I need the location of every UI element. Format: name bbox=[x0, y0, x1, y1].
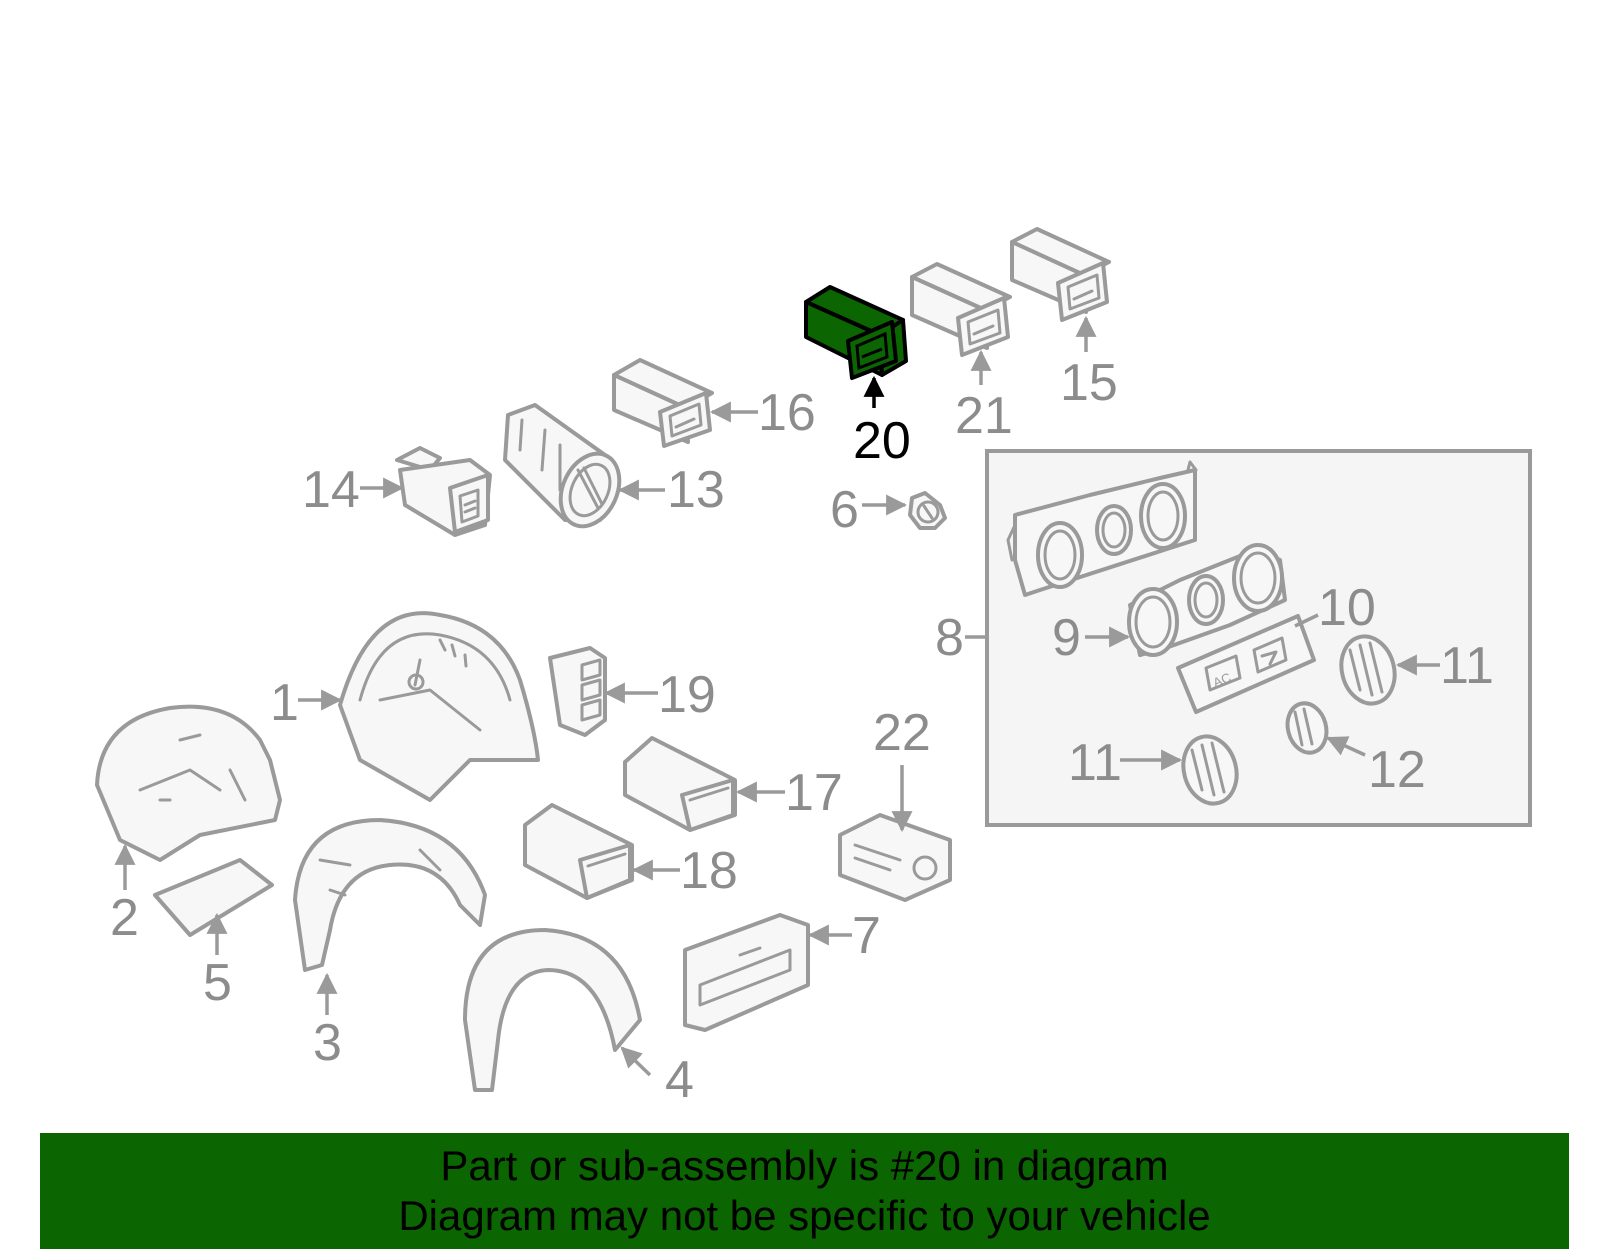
part-12-knob[interactable] bbox=[1282, 699, 1332, 757]
callout-11-left: 11 bbox=[1068, 734, 1122, 792]
callout-19: 19 bbox=[658, 666, 716, 724]
callout-5: 5 bbox=[203, 954, 232, 1012]
callout-20: 20 bbox=[853, 412, 911, 470]
part-6-knob[interactable] bbox=[908, 491, 947, 530]
part-16-switch[interactable] bbox=[612, 358, 714, 448]
callout-6: 6 bbox=[830, 481, 859, 539]
callout-17: 17 bbox=[785, 764, 843, 822]
part-8-rear-housing[interactable] bbox=[1006, 460, 1198, 597]
part-5-trim[interactable] bbox=[153, 858, 274, 937]
callout-9: 9 bbox=[1052, 609, 1081, 667]
part-9-bezel[interactable] bbox=[1127, 543, 1287, 657]
callout-13: 13 bbox=[667, 461, 725, 519]
part-20-switch-highlighted[interactable] bbox=[804, 285, 908, 380]
callout-8: 8 bbox=[935, 609, 964, 667]
callout-7: 7 bbox=[852, 907, 881, 965]
callout-21: 21 bbox=[955, 387, 1013, 445]
part-17-switch[interactable] bbox=[623, 736, 737, 832]
callout-3: 3 bbox=[313, 1014, 342, 1072]
callout-4: 4 bbox=[665, 1051, 694, 1109]
part-15-switch[interactable] bbox=[1010, 227, 1111, 322]
part-19-switch-stack[interactable] bbox=[548, 646, 607, 737]
part-11-knob-left[interactable] bbox=[1176, 730, 1244, 809]
caption-line-2: Diagram may not be specific to your vehi… bbox=[398, 1192, 1211, 1239]
callout-18: 18 bbox=[680, 842, 738, 900]
ac-button-text: AC bbox=[1211, 670, 1233, 691]
caption-line-1: Part or sub-assembly is #20 in diagram bbox=[440, 1142, 1169, 1189]
part-21-switch[interactable] bbox=[910, 262, 1012, 357]
part-3-shroud[interactable] bbox=[293, 818, 487, 972]
part-22-switch-module[interactable] bbox=[838, 813, 952, 902]
callout-14: 14 bbox=[302, 461, 360, 519]
callout-2: 2 bbox=[110, 889, 139, 947]
part-2-cover[interactable] bbox=[95, 704, 282, 862]
callout-1: 1 bbox=[270, 674, 299, 732]
part-11-knob-right[interactable] bbox=[1334, 630, 1402, 709]
callout-10: 10 bbox=[1318, 579, 1376, 637]
part-18-switch[interactable] bbox=[523, 803, 634, 900]
part-14-switch[interactable] bbox=[395, 446, 492, 537]
caption-banner: Part or sub-assembly is #20 in diagram D… bbox=[40, 1133, 1569, 1249]
callout-12: 12 bbox=[1368, 741, 1426, 799]
callout-22: 22 bbox=[873, 704, 931, 762]
part-1-instrument-cluster[interactable] bbox=[338, 611, 540, 802]
part-13-rotary-switch[interactable] bbox=[503, 403, 631, 536]
callout-16: 16 bbox=[758, 384, 816, 442]
part-7-control-panel[interactable] bbox=[683, 913, 810, 1032]
part-4-shroud[interactable] bbox=[463, 928, 642, 1092]
callout-11-right: 11 bbox=[1440, 637, 1494, 695]
part-10-ac-button-panel[interactable]: AC bbox=[1176, 614, 1316, 714]
callout-15: 15 bbox=[1060, 354, 1118, 412]
